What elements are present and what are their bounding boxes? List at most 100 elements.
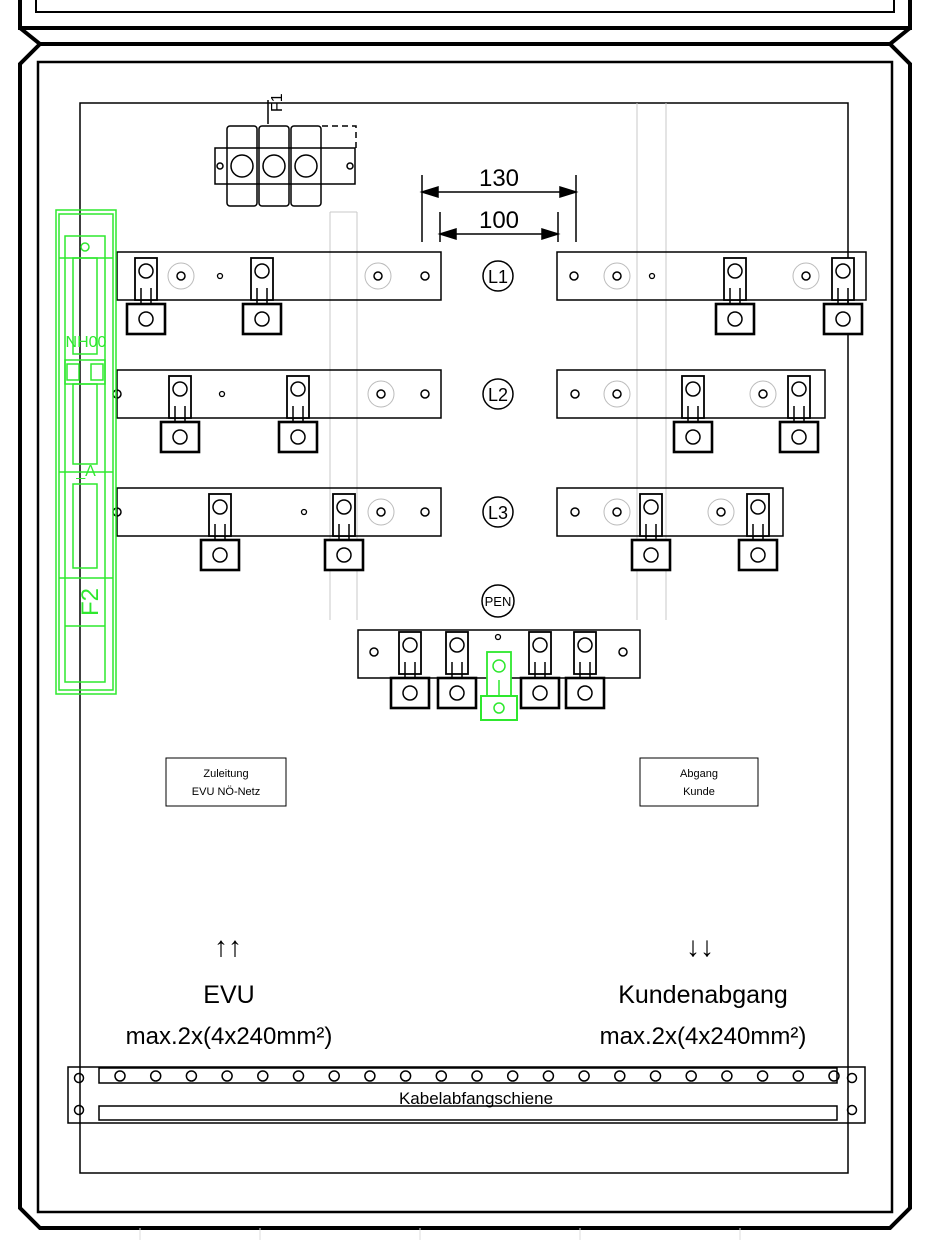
phase-marker-l3: L3	[482, 496, 514, 528]
bolt-hole	[792, 262, 820, 290]
small-hole	[218, 390, 226, 398]
bolt-hole	[367, 498, 395, 526]
small-hole	[216, 272, 224, 280]
cable-terminal	[737, 493, 779, 572]
fuse-f1-label: F1	[269, 93, 286, 112]
terminal-screw	[643, 547, 659, 563]
bolt-washer	[707, 498, 735, 526]
bolt	[376, 389, 386, 399]
dimension-lines	[419, 175, 579, 242]
terminal-hole	[643, 499, 659, 515]
terminal-hole	[212, 499, 228, 515]
pen-link-green	[480, 651, 518, 721]
bolt-hole	[570, 389, 580, 399]
info-box-right-line1: Abgang	[680, 768, 718, 780]
bolt	[612, 507, 622, 517]
dimension-outer-value: 130	[479, 165, 519, 192]
cable-terminal	[389, 631, 431, 710]
small-hole	[648, 272, 656, 280]
terminal-screw	[290, 429, 306, 445]
rail-hole	[828, 1070, 840, 1082]
cable-terminal	[323, 493, 365, 572]
bolt-hole	[569, 271, 579, 281]
terminal-clamp	[436, 676, 478, 710]
rail-hole	[221, 1070, 233, 1082]
terminal-clamp	[323, 538, 365, 572]
rail-label: Kabelabfangschiene	[399, 1089, 553, 1108]
terminal-screw	[336, 547, 352, 563]
busbar-row-l1	[116, 251, 867, 336]
bolt-washer	[603, 380, 631, 408]
terminal-screw	[791, 429, 807, 445]
terminal-screw	[727, 311, 743, 327]
cable-terminal	[159, 375, 201, 454]
link-screw	[493, 702, 505, 714]
bolt	[420, 389, 430, 399]
terminal-hole	[336, 499, 352, 515]
info-box-right: Abgang Kunde	[639, 757, 759, 807]
bolt	[570, 507, 580, 517]
cable-terminal	[822, 257, 864, 336]
terminal-hole	[449, 637, 465, 653]
bolt-washer	[367, 380, 395, 408]
terminal-clamp	[241, 302, 283, 336]
busbar-assemblies	[112, 251, 867, 721]
small-hole	[300, 508, 308, 516]
terminal-hole	[254, 263, 270, 279]
bolt	[758, 389, 768, 399]
rail-hole	[685, 1070, 697, 1082]
rail-hole	[649, 1070, 662, 1082]
bolt-washer	[792, 262, 820, 290]
rail-hole	[328, 1070, 340, 1082]
terminal-hole	[835, 263, 851, 279]
terminal-clamp	[199, 538, 241, 572]
terminal-clamp	[519, 676, 561, 710]
rail-hole	[506, 1070, 519, 1082]
terminal-clamp	[630, 538, 672, 572]
rail-hole	[578, 1070, 590, 1082]
fuse-rating-label: _A	[75, 463, 96, 480]
phase-markers: L1 L2 L3 PEN	[481, 260, 515, 618]
terminal-clamp	[277, 420, 319, 454]
cable-terminal	[125, 257, 167, 336]
bolt	[612, 271, 622, 281]
cabinet-housing	[18, 0, 912, 1240]
rail-hole	[721, 1070, 733, 1082]
bolt-hole	[749, 380, 777, 408]
bolt-hole	[603, 498, 631, 526]
dimension-inner-value: 100	[479, 207, 519, 234]
bolt-washer	[603, 498, 631, 526]
cable-clamp-rail	[67, 1066, 866, 1124]
bolt-hole	[618, 647, 628, 657]
bolt-washer	[749, 380, 777, 408]
bolt-hole	[420, 389, 430, 399]
terminal-hole	[727, 263, 743, 279]
terminal-clamp	[714, 302, 756, 336]
bolt-washer	[367, 498, 395, 526]
terminal-screw	[750, 547, 766, 563]
bolt-hole	[364, 262, 392, 290]
small-hole	[494, 633, 502, 641]
cable-in-spec: max.2x(4x240mm²)	[126, 1023, 333, 1050]
terminal-screw	[172, 429, 188, 445]
terminal-clamp	[564, 676, 606, 710]
bolt	[373, 271, 383, 281]
terminal-clamp	[125, 302, 167, 336]
bolt	[369, 647, 379, 657]
bolt	[176, 271, 186, 281]
link-clamp	[480, 695, 518, 721]
cable-terminal	[714, 257, 756, 336]
phase-label: L3	[488, 503, 508, 523]
info-box-left-line2: EVU NÖ-Netz	[192, 786, 260, 798]
phase-marker-l1: L1	[482, 260, 514, 292]
bolt-hole	[707, 498, 735, 526]
terminal-hole	[577, 637, 593, 653]
terminal-hole	[290, 381, 306, 397]
terminal-screw	[212, 547, 228, 563]
busbar	[556, 487, 784, 537]
bolt-hole	[420, 507, 430, 517]
info-box-left-line1: Zuleitung	[203, 768, 248, 780]
terminal-screw	[532, 685, 548, 701]
cable-terminal	[564, 631, 606, 710]
